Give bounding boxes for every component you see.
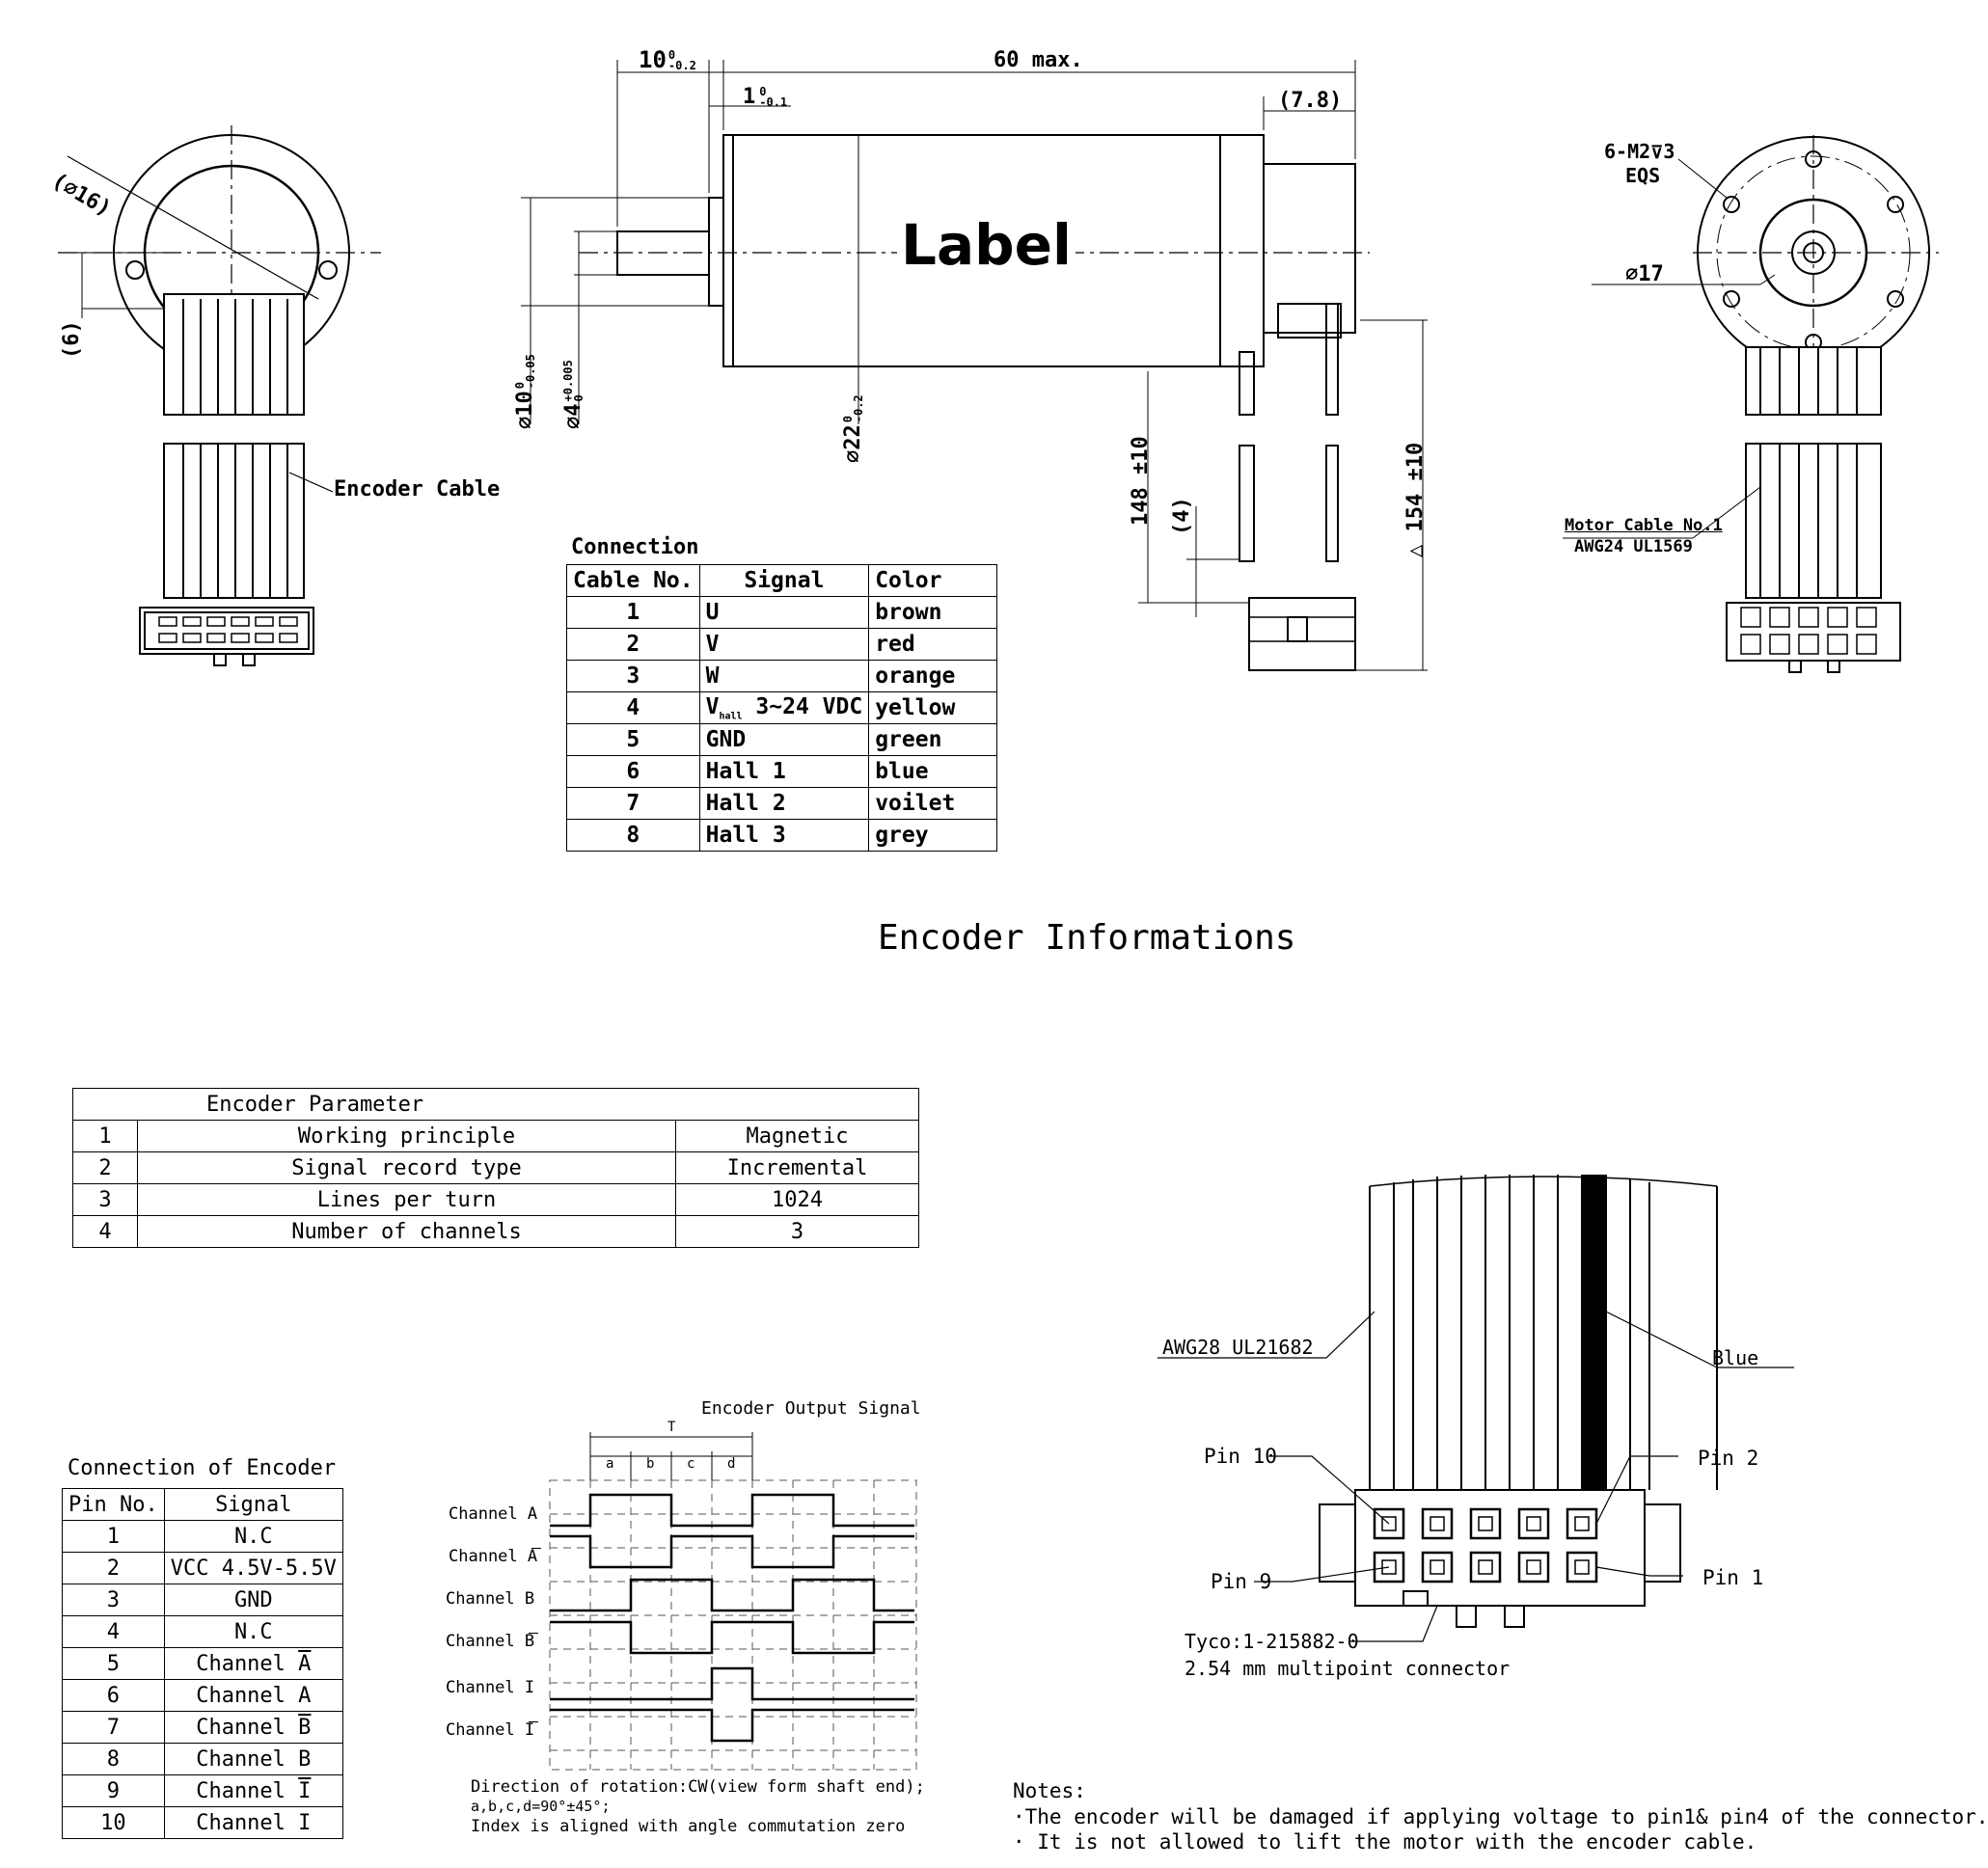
encoder-parameter-title: Encoder Parameter xyxy=(72,1088,919,1121)
awg28-label: AWG28 UL21682 xyxy=(1162,1336,1314,1359)
encoder-cable-label: Encoder Cable xyxy=(334,477,501,501)
dim-d10: ∅100-0.05 xyxy=(513,354,537,429)
waveform-3 xyxy=(550,1578,914,1612)
encoder-connector-view xyxy=(1157,1175,1794,1642)
encoder-connection-title: Connection of Encoder xyxy=(68,1456,337,1480)
encoder-signal-title: Encoder Output Signal xyxy=(701,1398,921,1419)
motor-cable-label: Motor Cable No.1 xyxy=(1565,516,1723,535)
dim-length: 60 max. xyxy=(994,48,1083,72)
channel-label-i: Channel I xyxy=(446,1678,535,1697)
rotation-note: Direction of rotation:CW(view form shaft… xyxy=(471,1777,925,1797)
notes-title: Notes: xyxy=(1013,1779,1086,1802)
table-header-row: Cable No. Signal Color xyxy=(566,564,997,597)
waveforms xyxy=(550,1493,914,1743)
dim-four: (4) xyxy=(1170,497,1194,535)
dim-encoder-depth: (7.8) xyxy=(1278,89,1343,113)
pin10-label: Pin 10 xyxy=(1204,1445,1277,1468)
channel-label-i-bar: Channel I xyxy=(446,1720,535,1740)
dim-d22: ∅220-0.2 xyxy=(841,394,865,463)
header-pin-no: Pin No. xyxy=(62,1488,165,1521)
note-item: · It is not allowed to lift the motor wi… xyxy=(1013,1830,1757,1854)
waveform-4 xyxy=(550,1620,914,1655)
overbar-a xyxy=(531,1548,541,1549)
channel-label-b-bar: Channel B xyxy=(446,1632,535,1651)
channel-label-a-bar: Channel A xyxy=(449,1547,538,1566)
channel-label-a: Channel A xyxy=(449,1504,538,1524)
tyco-part-label: Tyco:1-215882-0 xyxy=(1185,1630,1359,1653)
phase-note: a,b,c,d=90°±45°; xyxy=(471,1798,611,1815)
timing-grid xyxy=(549,1479,917,1771)
left-end-view xyxy=(58,125,381,666)
pin1-label: Pin 1 xyxy=(1702,1566,1764,1589)
waveform-6 xyxy=(550,1708,914,1743)
table-header-row: Pin No.Signal xyxy=(62,1488,343,1521)
header-cable-no: Cable No. xyxy=(566,564,700,597)
overbar-b xyxy=(529,1633,538,1634)
table-header-row: Encoder Parameter xyxy=(72,1088,919,1121)
segment-b: b xyxy=(646,1456,655,1472)
segment-a: a xyxy=(606,1456,614,1472)
dim-m2: 6-M2⊽3 xyxy=(1604,140,1675,163)
section-title: Encoder Informations xyxy=(878,918,1296,958)
motor-label: Label xyxy=(897,212,1076,278)
channel-label-b: Channel B xyxy=(446,1589,535,1609)
note-item: ·The encoder will be damaged if applying… xyxy=(1013,1805,1988,1828)
motor-cable-spec: AWG24 UL1569 xyxy=(1574,537,1693,556)
right-end-view xyxy=(1563,135,1939,673)
pin2-label: Pin 2 xyxy=(1698,1447,1759,1470)
dim-eqs: EQS xyxy=(1625,164,1661,187)
overbar-i xyxy=(529,1721,538,1722)
dim-cable-148: 148 ±10 xyxy=(1129,436,1153,526)
waveform-2 xyxy=(550,1534,914,1569)
segment-c: c xyxy=(687,1456,695,1472)
connection-title: Connection xyxy=(571,535,699,559)
header-color: Color xyxy=(868,564,997,597)
waveform-5 xyxy=(550,1666,914,1701)
pin9-label: Pin 9 xyxy=(1211,1570,1272,1593)
dim-six: (6) xyxy=(60,320,84,359)
side-view xyxy=(521,60,1428,671)
blue-wire-label: Blue xyxy=(1712,1346,1759,1369)
timing-period-marker xyxy=(589,1432,753,1480)
connector-description: 2.54 mm multipoint connector xyxy=(1185,1657,1511,1680)
header-signal: Signal xyxy=(163,1488,343,1521)
dim-d17: ∅17 xyxy=(1625,262,1664,286)
index-note: Index is aligned with angle commutation … xyxy=(471,1817,906,1836)
period-label: T xyxy=(667,1420,676,1435)
header-signal: Signal xyxy=(698,564,870,597)
segment-d: d xyxy=(727,1456,736,1472)
dim-cable-154: △ 154 ±10 xyxy=(1403,442,1428,557)
waveform-1 xyxy=(550,1493,914,1528)
